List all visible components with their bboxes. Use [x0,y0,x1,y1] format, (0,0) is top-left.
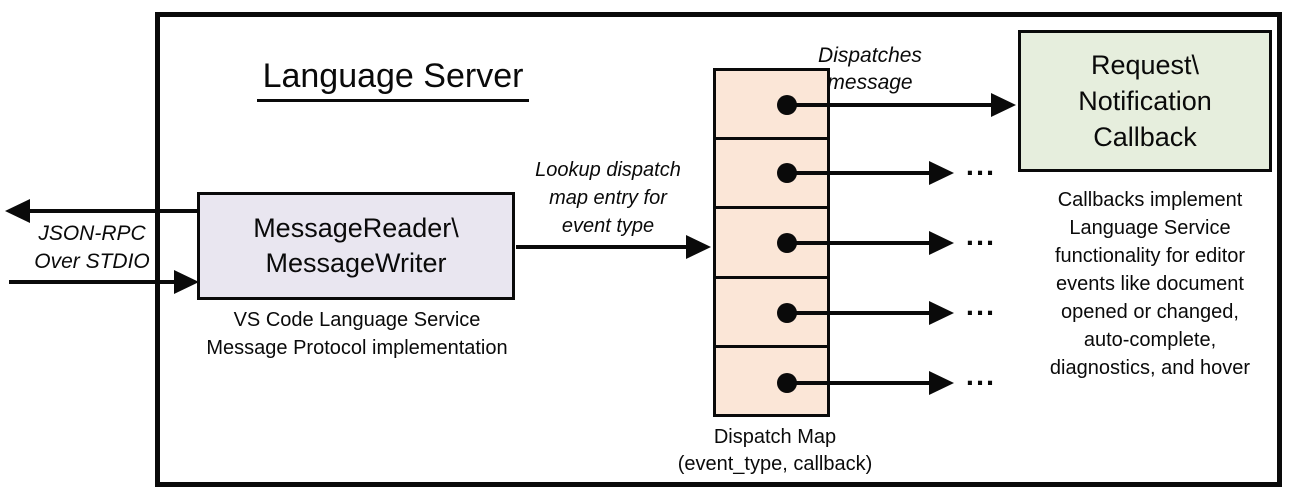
dispatch-map-caption-line: (event_type, callback) [677,453,873,475]
message-box-caption-line: Message Protocol implementation [206,337,508,359]
dispatch-cell [716,279,827,348]
dispatch-cell [716,348,827,414]
dispatches-label-line: message [827,71,913,94]
callbacks-note-line: Callbacks implement [1057,189,1243,211]
page-title: Language Server [193,55,593,102]
dispatch-map [713,68,830,417]
stdio-label-line: Over STDIO [34,250,150,273]
callback-box: Request\ Notification Callback [1018,30,1272,172]
callbacks-note-line: auto-complete, [1083,329,1217,351]
ellipsis: ... [965,290,997,322]
dispatches-message-label: Dispatches message [790,42,950,96]
page-title-text: Language Server [256,55,530,102]
ellipsis: ... [965,220,997,252]
lookup-label: Lookup dispatch map entry for event type [522,156,694,240]
message-reader-writer-box: MessageReader\ MessageWriter [197,192,515,300]
ellipsis: ... [965,360,997,392]
callback-box-label-line: Callback [1093,122,1197,152]
dispatch-map-caption: Dispatch Map (event_type, callback) [645,424,905,478]
callbacks-note-line: opened or changed, [1061,301,1239,323]
dispatches-label-line: Dispatches [818,44,922,67]
callback-box-label-line: Request\ [1090,50,1200,80]
message-box-label-line: MessageReader\ [253,213,459,243]
callbacks-note-line: Language Service [1069,217,1231,239]
dispatch-cell [716,209,827,279]
callbacks-note-line: diagnostics, and hover [1049,357,1251,379]
callbacks-note-line: functionality for editor [1054,245,1246,267]
lookup-label-line: map entry for [549,187,667,209]
message-box-label-line: MessageWriter [265,248,447,278]
dispatch-map-caption-line: Dispatch Map [713,426,837,448]
dispatch-cell [716,71,827,141]
callback-box-label-line: Notification [1078,86,1212,116]
lookup-label-line: event type [561,215,655,237]
message-box-caption: VS Code Language Service Message Protoco… [177,306,537,362]
message-box-caption-line: VS Code Language Service [233,309,481,331]
dispatch-cell [716,140,827,210]
language-server-box [155,12,1282,487]
lookup-label-line: Lookup dispatch [535,159,681,181]
stdio-label-line: JSON-RPC [38,222,146,245]
callbacks-note: Callbacks implement Language Service fun… [1024,186,1276,382]
ellipsis: ... [965,150,997,182]
stdio-label: JSON-RPC Over STDIO [12,220,172,276]
callbacks-note-line: events like document [1056,273,1244,295]
